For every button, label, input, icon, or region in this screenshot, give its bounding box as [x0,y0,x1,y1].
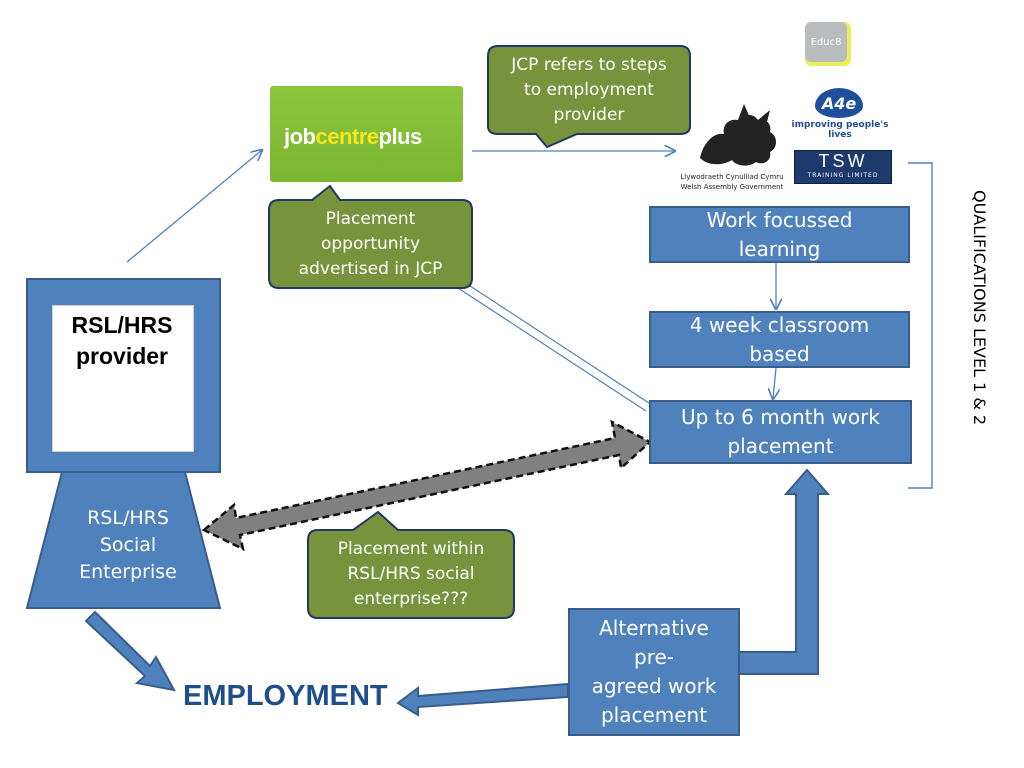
qualifications-bracket [908,162,933,489]
callout-placement-advertised-shape [268,184,473,289]
arrow-social-to-employment [84,610,176,692]
box-classroom-line1: 4 week classroom [689,312,870,337]
arrow-provider-to-jcp [126,150,262,263]
box-classroom-line2: based [749,341,810,366]
callout-placement-advertised: Placement opportunity advertised in JCP [271,200,470,288]
box-work-focussed-line1: Work focussed [706,207,853,232]
callout-placement-within-line3: enterprise??? [353,588,469,609]
callout-placement-within-shape [307,510,515,619]
social-enterprise-line1: RSL/HRS [87,507,169,529]
tsw-logo [794,150,892,184]
callout-jcp-refers-shape [487,45,691,149]
a4e-tagline: improving people's lives [791,120,889,140]
callout-placement-advertised-line3: advertised in JCP [298,258,443,279]
callout-placement-within-line2: RSL/HRS social [347,563,475,584]
callout-jcp-refers-line3: provider [553,104,625,125]
a4e-logo: A4e [815,88,863,118]
provider-title-line2: provider [75,343,169,369]
welsh-gov-line1: Llywodraeth Cynulliad Cymru [680,173,784,181]
box-alternative-line2: agreed work [591,674,717,698]
tsw-logo-sub: TRAINING LIMITED [807,172,879,179]
callout-placement-within: Placement within RSL/HRS social enterpri… [310,530,512,618]
box-work-focussed-learning: Work focussed learning [649,206,910,263]
callout-placement-advertised-line1: Placement [325,208,416,229]
qualifications-label: QUALIFICATIONS LEVEL 1 & 2 [970,190,989,426]
provider-title-line1: RSL/HRS [71,312,173,338]
box-work-placement: Up to 6 month work placement [649,400,912,464]
arrow-alternative-to-placement [737,468,831,675]
callout-jcp-refers-line1: JCP refers to steps [511,54,667,75]
callout-placement-advertised-line2: opportunity [320,233,421,254]
educ8-logo: Educ8 [805,22,847,62]
callout-jcp-refers: JCP refers to steps to employment provid… [490,46,688,134]
box-classroom-based: 4 week classroom based [649,311,910,368]
welsh-dragon-logo [700,104,776,166]
box-alternative-placement: Alternative pre- agreed work placement [568,608,740,736]
logo-text-job: job [284,124,316,149]
social-enterprise-line3: Enterprise [79,561,177,583]
logo-text-centre: centre [315,124,380,149]
box-work-placement-line1: Up to 6 month work [681,405,880,429]
social-enterprise-label: RSL/HRS Social Enterprise [58,505,198,586]
provider-screen [52,305,194,452]
provider-title: RSL/HRS provider [52,310,192,372]
welsh-gov-text: Llywodraeth Cynulliad Cymru Welsh Assemb… [672,172,792,192]
social-enterprise-line2: Social [99,534,157,556]
social-enterprise-base [25,471,222,609]
box-work-placement-line2: placement [727,434,834,458]
box-work-focussed-line2: learning [738,236,821,261]
connector-jcp-callout-line-b [457,287,647,412]
box-alternative-line3: placement [600,703,708,727]
employment-label: EMPLOYMENT [183,680,388,712]
logo-text-plus: plus [378,124,423,149]
arrow-alternative-to-employment [396,682,569,717]
arrow-classroom-to-placement [773,367,776,399]
callout-jcp-refers-line2: to employment [524,79,654,100]
connector-jcp-callout-line-a [463,281,653,406]
box-alternative-line1: Alternative pre- [599,616,709,669]
welsh-gov-line2: Welsh Assembly Government [680,183,784,191]
callout-placement-within-line1: Placement within [337,538,485,559]
tsw-logo-name: TSW [818,151,868,171]
